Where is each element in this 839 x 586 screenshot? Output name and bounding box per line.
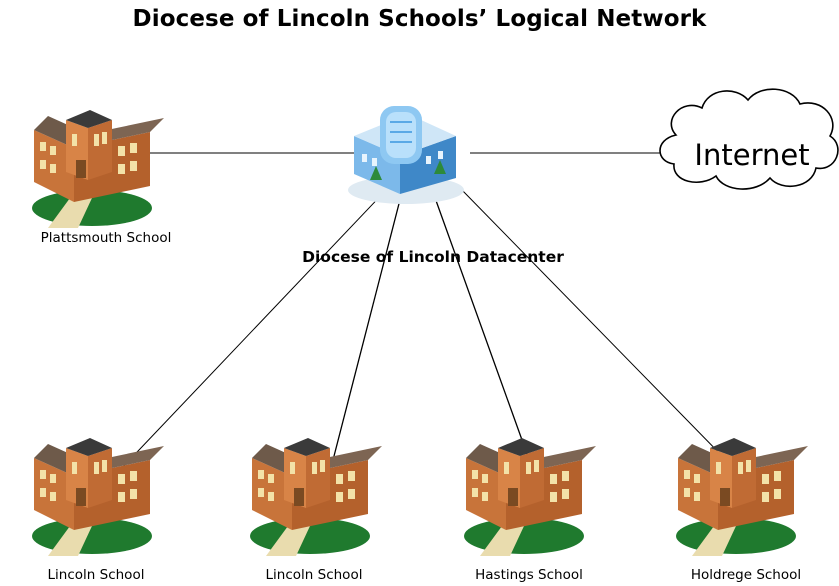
diagram-title: Diocese of Lincoln Schools’ Logical Netw… [132, 6, 707, 32]
datacenter-label: Diocese of Lincoln Datacenter [302, 248, 564, 266]
school-building-icon [464, 438, 596, 556]
link-lincoln-2 [332, 191, 403, 461]
internet-label: Internet [694, 138, 810, 172]
school-label-holdrege: Holdrege School [690, 567, 802, 583]
cloud-icon [659, 88, 839, 190]
school-label-lincoln-2: Lincoln School [265, 567, 363, 583]
school-label-hastings: Hastings School [475, 567, 583, 583]
school-label-plattsmouth: Plattsmouth School [40, 230, 172, 246]
school-building-icon [32, 110, 164, 228]
school-building-icon [32, 438, 164, 556]
school-label-lincoln-1: Lincoln School [47, 567, 145, 583]
link-lincoln-1 [119, 187, 389, 471]
link-holdrege [459, 187, 729, 463]
link-hastings [433, 194, 532, 466]
datacenter-building-icon [348, 106, 464, 204]
school-building-icon [250, 438, 382, 556]
school-building-icon [676, 438, 808, 556]
